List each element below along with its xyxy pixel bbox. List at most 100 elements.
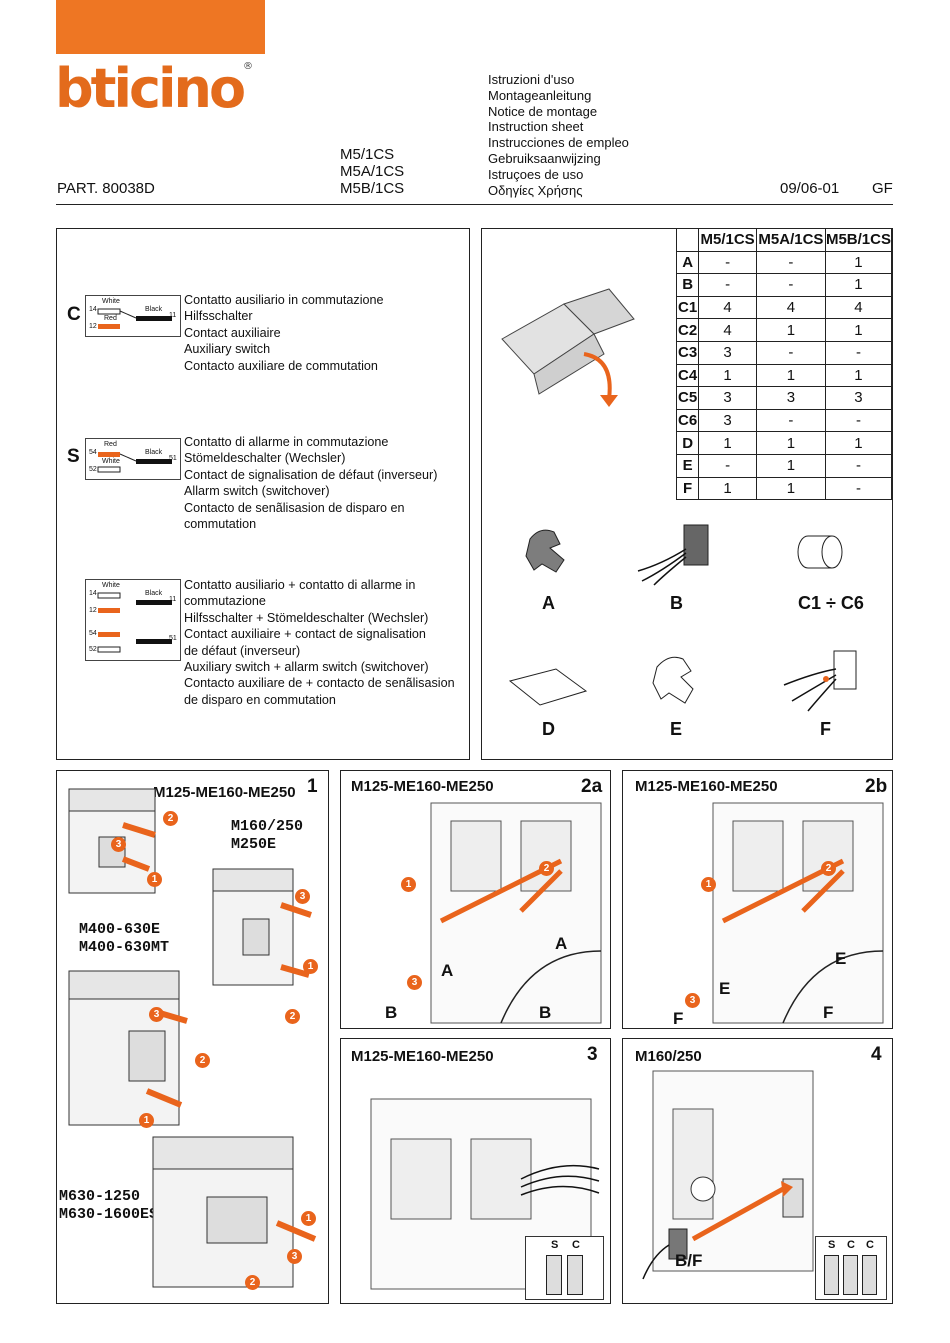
document-date: 09/06-01 [780, 180, 840, 197]
step-title: M125-ME160-ME250 [635, 778, 778, 795]
model-name: M5A/1CS [340, 163, 405, 180]
description-line: Hilfsschalter + Stömeldeschalter (Wechsl… [184, 610, 429, 625]
column-header: M5/1CS [698, 228, 757, 252]
slot-icon [843, 1255, 858, 1295]
table-cell: 1 [698, 431, 757, 455]
row-label: C2 [675, 318, 700, 342]
part-label: C1 ÷ C6 [798, 593, 864, 613]
switch-slot-legend: S C C [815, 1236, 887, 1300]
description-line: Contact auxiliaire [184, 325, 281, 340]
document-code: GF [872, 180, 893, 197]
row-label: C1 [675, 295, 700, 320]
terminal-label: 14 [89, 306, 97, 313]
table-cell: - [824, 476, 893, 501]
wiring-diagram-icon [97, 452, 172, 473]
description-line: Contatto ausiliario in commutazione [184, 293, 384, 307]
language-item: Οδηγίες Χρήσης [488, 182, 583, 198]
table-cell: 1 [698, 363, 757, 388]
switch-part-b-icon [637, 524, 709, 586]
alarm-switch-wiring-diagram: Red White Black 54 52 51 [85, 438, 181, 480]
table-row: A--1 [675, 250, 893, 275]
slot-icon [862, 1255, 877, 1295]
alarm-switch-description: Contatto di allarme in commutazione Stöm… [184, 434, 469, 532]
description-line: Contacto de senãlisasion de disparo en c… [184, 500, 405, 532]
part-label: A [555, 934, 568, 953]
slot-icon [824, 1255, 839, 1295]
combined-switch-description: Contatto ausiliario + contatto di allarm… [184, 577, 455, 708]
slot-label: C [572, 1239, 580, 1251]
part-label: F [673, 1009, 684, 1028]
language-list: Istruzioni d'uso Montageanleitung Notice… [488, 72, 629, 198]
wire-label: Black [145, 590, 163, 597]
description-line: de disparo en commutation [184, 692, 336, 707]
terminal-label: 52 [89, 646, 97, 653]
slot-label: C [866, 1239, 874, 1251]
step-title: M125-ME160-ME250 [351, 778, 494, 795]
step-4-panel: M160/250 4 B/F S C C [622, 1038, 893, 1304]
table-cell: 3 [698, 340, 757, 365]
table-cell: - [755, 340, 826, 365]
table-cell: 4 [698, 295, 757, 320]
step-2b-panel: M125-ME160-ME250 2b 1 2 3 E F E F [622, 770, 893, 1029]
part-label: B [385, 1003, 398, 1022]
table-cell: - [698, 453, 757, 478]
wire-label: White [102, 582, 120, 589]
table-cell: 1 [824, 273, 893, 297]
language-item: Gebruiksaanwijzing [488, 150, 601, 166]
terminal-label: 52 [89, 466, 97, 473]
language-item: Montageanleitung [488, 87, 592, 103]
wire-label: Red [104, 315, 117, 322]
wiring-diagram-icon [97, 308, 172, 329]
row-label: C4 [675, 363, 700, 388]
table-corner [675, 228, 700, 252]
table-cell: 1 [755, 431, 826, 455]
terminal-label: 12 [89, 323, 97, 330]
row-label: B [675, 273, 700, 297]
terminal-label: 11 [169, 596, 177, 603]
switch-part-f-icon [783, 650, 857, 712]
language-item: Instrucciones de empleo [488, 135, 629, 151]
table-cell: 3 [698, 386, 757, 410]
terminal-label: 54 [89, 630, 97, 637]
model-name: M5/1CS [340, 146, 395, 163]
table-cell: - [698, 250, 757, 275]
aux-switch-wiring-diagram: White Red Black 14 12 11 [85, 295, 181, 337]
part-label: F [820, 719, 831, 739]
part-label: A [542, 593, 555, 613]
description-line: Contact auxiliaire + contact de signalis… [184, 627, 426, 642]
step-title: M125-ME160-ME250 [351, 1048, 494, 1065]
language-item: Istruçoes de uso [488, 166, 584, 182]
terminal-label: 54 [89, 449, 97, 456]
terminal-label: 12 [89, 607, 97, 614]
step-number: 2a [581, 776, 603, 797]
package-unfold-icon [501, 288, 635, 407]
part-label: D [542, 719, 555, 739]
breaker-large-icon [68, 970, 188, 1126]
wire-label: Black [145, 449, 163, 456]
model-name: M5B/1CS [340, 180, 405, 197]
switch-slot-legend: S C [525, 1236, 604, 1300]
part-label: E [719, 979, 731, 998]
switch-type-letter: C [67, 304, 81, 325]
table-cell: - [698, 273, 757, 297]
part-label: B/F [675, 1251, 703, 1270]
part-label: B [539, 1003, 552, 1022]
step-number: 4 [871, 1044, 882, 1065]
row-label: E [675, 453, 700, 478]
table-row: E-1- [675, 453, 893, 478]
slot-label: S [551, 1239, 559, 1251]
description-line: de défaut (inverseur) [184, 643, 301, 658]
terminal-label: 51 [169, 455, 177, 462]
table-cell: 4 [755, 295, 826, 320]
table-cell: 1 [698, 476, 757, 501]
table-cell: 1 [755, 318, 826, 342]
step-number: 2b [865, 776, 888, 797]
table-cell: 1 [824, 250, 893, 275]
table-cell: - [824, 453, 893, 478]
